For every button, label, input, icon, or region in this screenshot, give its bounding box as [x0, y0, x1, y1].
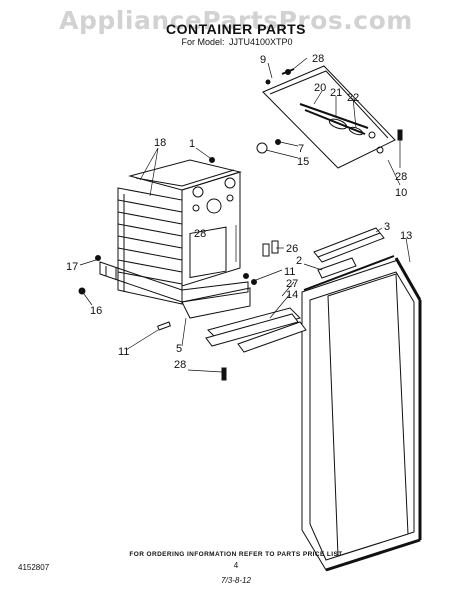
callout-3: 3	[384, 221, 390, 233]
callout-5: 5	[176, 343, 182, 355]
callout-2: 2	[296, 255, 302, 267]
callout-11-left: 11	[118, 346, 129, 358]
clips	[262, 240, 279, 257]
model-number: JJTU4100XTP0	[229, 37, 293, 47]
callout-26: 26	[286, 243, 298, 255]
callout-28-mid: 28	[194, 228, 206, 240]
callout-28-top: 28	[312, 53, 324, 65]
callout-28-right: 28	[395, 171, 407, 183]
watermark: AppliancePartsPros.com	[59, 6, 413, 35]
callout-20: 20	[314, 82, 326, 94]
callout-10: 10	[395, 187, 407, 199]
screws	[78, 129, 403, 381]
callout-21: 21	[330, 87, 342, 99]
callouts: 9 28 20 21 22 28 10 7 15 18 1 28 26 11 2…	[66, 53, 412, 371]
callout-16: 16	[90, 305, 102, 317]
mid-bracket	[317, 257, 357, 279]
callout-14: 14	[286, 289, 298, 301]
model-label: For Model:	[181, 37, 225, 47]
callout-9: 9	[260, 54, 266, 66]
document-number: 4152807	[18, 563, 50, 572]
callout-11-right: 11	[284, 266, 295, 278]
container-body	[99, 159, 251, 319]
callout-18: 18	[154, 137, 166, 149]
door-frame	[301, 255, 422, 572]
top-handle	[313, 227, 385, 263]
callout-1: 1	[189, 138, 195, 150]
page-title: CONTAINER PARTS	[166, 21, 306, 37]
leader-lines	[79, 57, 411, 373]
callout-22: 22	[347, 92, 359, 104]
callout-15: 15	[297, 156, 309, 168]
callout-13: 13	[400, 230, 412, 242]
callout-17: 17	[66, 261, 78, 273]
callout-7: 7	[298, 143, 304, 155]
date-code: 7/3-8-12	[221, 576, 251, 585]
callout-28-bottom: 28	[174, 359, 186, 371]
rear-bracket-assembly	[262, 65, 396, 169]
drawer-handle	[205, 307, 307, 353]
page-number: 4	[233, 561, 239, 570]
callout-27: 27	[286, 278, 298, 290]
model-line: For Model: JJTU4100XTP0	[0, 37, 472, 47]
ordering-note: FOR ORDERING INFORMATION REFER TO PARTS …	[129, 551, 343, 558]
